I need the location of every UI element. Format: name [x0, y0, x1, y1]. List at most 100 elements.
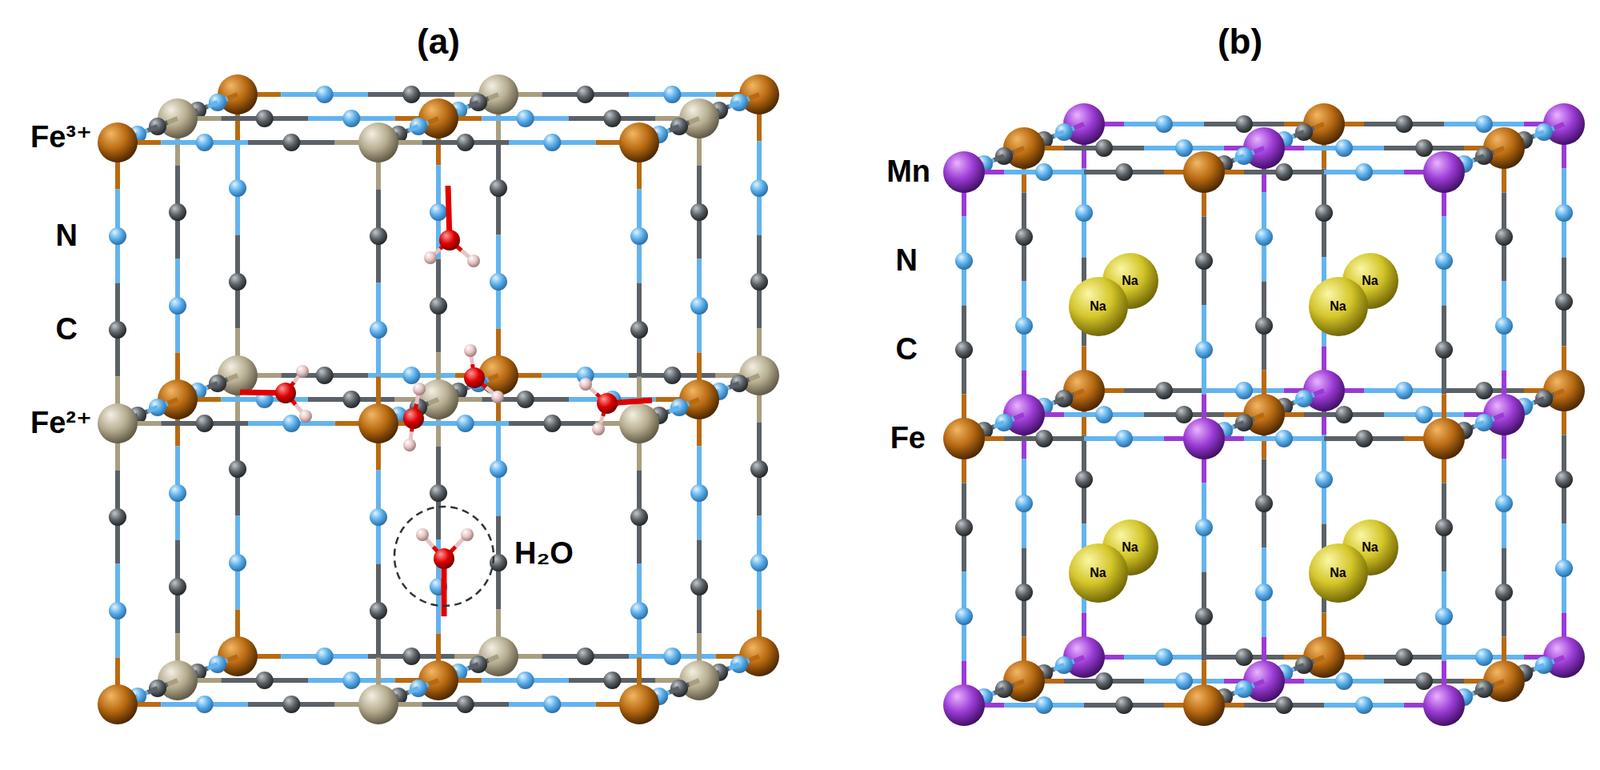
- atom-sphere: [1235, 648, 1253, 666]
- atom-sphere: [282, 414, 300, 432]
- bond-line: [749, 375, 760, 380]
- atom-sphere: [663, 647, 681, 665]
- atom-sphere: [256, 671, 274, 689]
- atom-sphere: [750, 179, 768, 197]
- atom-sphere: [1255, 316, 1273, 335]
- atom-sphere: [630, 320, 648, 339]
- atom-sphere: [108, 601, 127, 620]
- atom-sphere: [1475, 115, 1493, 133]
- atom-sphere: [690, 484, 708, 502]
- atom-sphere: [1195, 340, 1213, 359]
- sodium-ion: Na: [1308, 276, 1369, 337]
- atom-sphere: [1175, 672, 1193, 690]
- bond-line: [749, 656, 760, 660]
- atom-sphere: [1035, 163, 1053, 181]
- atom-sphere: [1195, 607, 1213, 625]
- bond-line: [1494, 148, 1505, 152]
- bond-line: [428, 680, 440, 684]
- atom-sphere: [1155, 381, 1173, 400]
- sphere-fill: [1068, 543, 1128, 603]
- atom-sphere: [619, 122, 660, 163]
- atom-sphere: [1415, 405, 1433, 424]
- atom-sphere: [576, 647, 595, 665]
- atom-sphere: [1555, 559, 1573, 577]
- atom-sphere: [316, 647, 334, 665]
- atom-sphere: [1335, 672, 1353, 690]
- atom-sphere: [108, 320, 127, 339]
- bond-line: [1314, 390, 1325, 395]
- atom-sphere: [1115, 696, 1133, 714]
- bond-line: [994, 688, 1005, 693]
- bond-line: [1294, 132, 1305, 136]
- atom-label: N: [893, 244, 920, 278]
- atom-sphere: [369, 508, 388, 526]
- atom-sphere: [1095, 672, 1113, 690]
- atom-sphere: [750, 272, 768, 291]
- atom-sphere: [1495, 316, 1513, 335]
- atom-sphere: [1423, 684, 1465, 726]
- oxygen-atom: [403, 408, 424, 429]
- bond-line: [208, 383, 219, 388]
- atom-sphere: [1195, 252, 1213, 270]
- atom-sphere: [955, 252, 973, 270]
- atom-sphere: [750, 553, 768, 572]
- water-molecule: [416, 528, 474, 616]
- atom-sphere: [1255, 583, 1273, 601]
- manganese-hexacyanoferrate-lattice: [943, 103, 1585, 726]
- atom-sphere: [1335, 405, 1353, 424]
- atom-sphere: [489, 272, 508, 291]
- atom-sphere: [1555, 292, 1573, 311]
- atom-label: C: [893, 332, 920, 367]
- bond-line: [669, 126, 680, 131]
- atom-sphere: [228, 179, 247, 197]
- atom-sphere: [630, 508, 648, 526]
- atom-sphere: [1015, 583, 1033, 601]
- atom-sphere: [943, 684, 985, 726]
- atom-sphere: [402, 85, 420, 104]
- hydrogen-atom: [592, 422, 605, 436]
- atom-sphere: [690, 296, 708, 315]
- bond-line: [168, 399, 179, 404]
- sphere-fill: [1308, 543, 1368, 603]
- water-molecules: [240, 185, 652, 616]
- bond-line: [1474, 422, 1485, 427]
- atom-sphere: [1275, 429, 1293, 448]
- atom-sphere: [1035, 696, 1053, 714]
- atom-sphere: [489, 460, 508, 478]
- hydrogen-atom: [296, 364, 309, 378]
- bond-line: [994, 156, 1005, 160]
- atom-sphere: [1435, 340, 1453, 359]
- atom-sphere: [1195, 518, 1213, 536]
- atom-sphere: [282, 133, 300, 152]
- atom-sphere: [1475, 648, 1493, 666]
- atom-sphere: [1075, 204, 1093, 222]
- atom-sphere: [1435, 252, 1453, 270]
- bond-line: [689, 680, 700, 684]
- atom-sphere: [955, 518, 973, 536]
- atom-sphere: [282, 695, 300, 713]
- atom-label: N: [53, 219, 80, 253]
- atom-sphere: [1423, 151, 1465, 193]
- atom-sphere: [955, 340, 973, 359]
- bond-line: [1014, 680, 1025, 685]
- bond-line: [1254, 680, 1265, 685]
- atom-sphere: [456, 133, 475, 152]
- atom-sphere: [456, 695, 475, 713]
- atom-sphere: [1423, 417, 1465, 460]
- bond-line: [669, 688, 680, 692]
- water-molecule: [464, 344, 504, 404]
- atom-sphere: [1015, 316, 1033, 335]
- bond-line: [1014, 414, 1025, 419]
- sphere-fill: [1068, 276, 1128, 336]
- atom-sphere: [108, 227, 127, 245]
- bond-line: [689, 118, 700, 123]
- atom-sphere: [1155, 115, 1173, 133]
- bond-line: [468, 664, 480, 668]
- atom-sphere: [342, 109, 360, 128]
- sodium-ion: Na: [1068, 542, 1129, 604]
- atom-sphere: [1335, 139, 1353, 157]
- panel-label: (b): [1215, 22, 1265, 61]
- atom-sphere: [750, 460, 768, 478]
- atom-sphere: [456, 414, 475, 432]
